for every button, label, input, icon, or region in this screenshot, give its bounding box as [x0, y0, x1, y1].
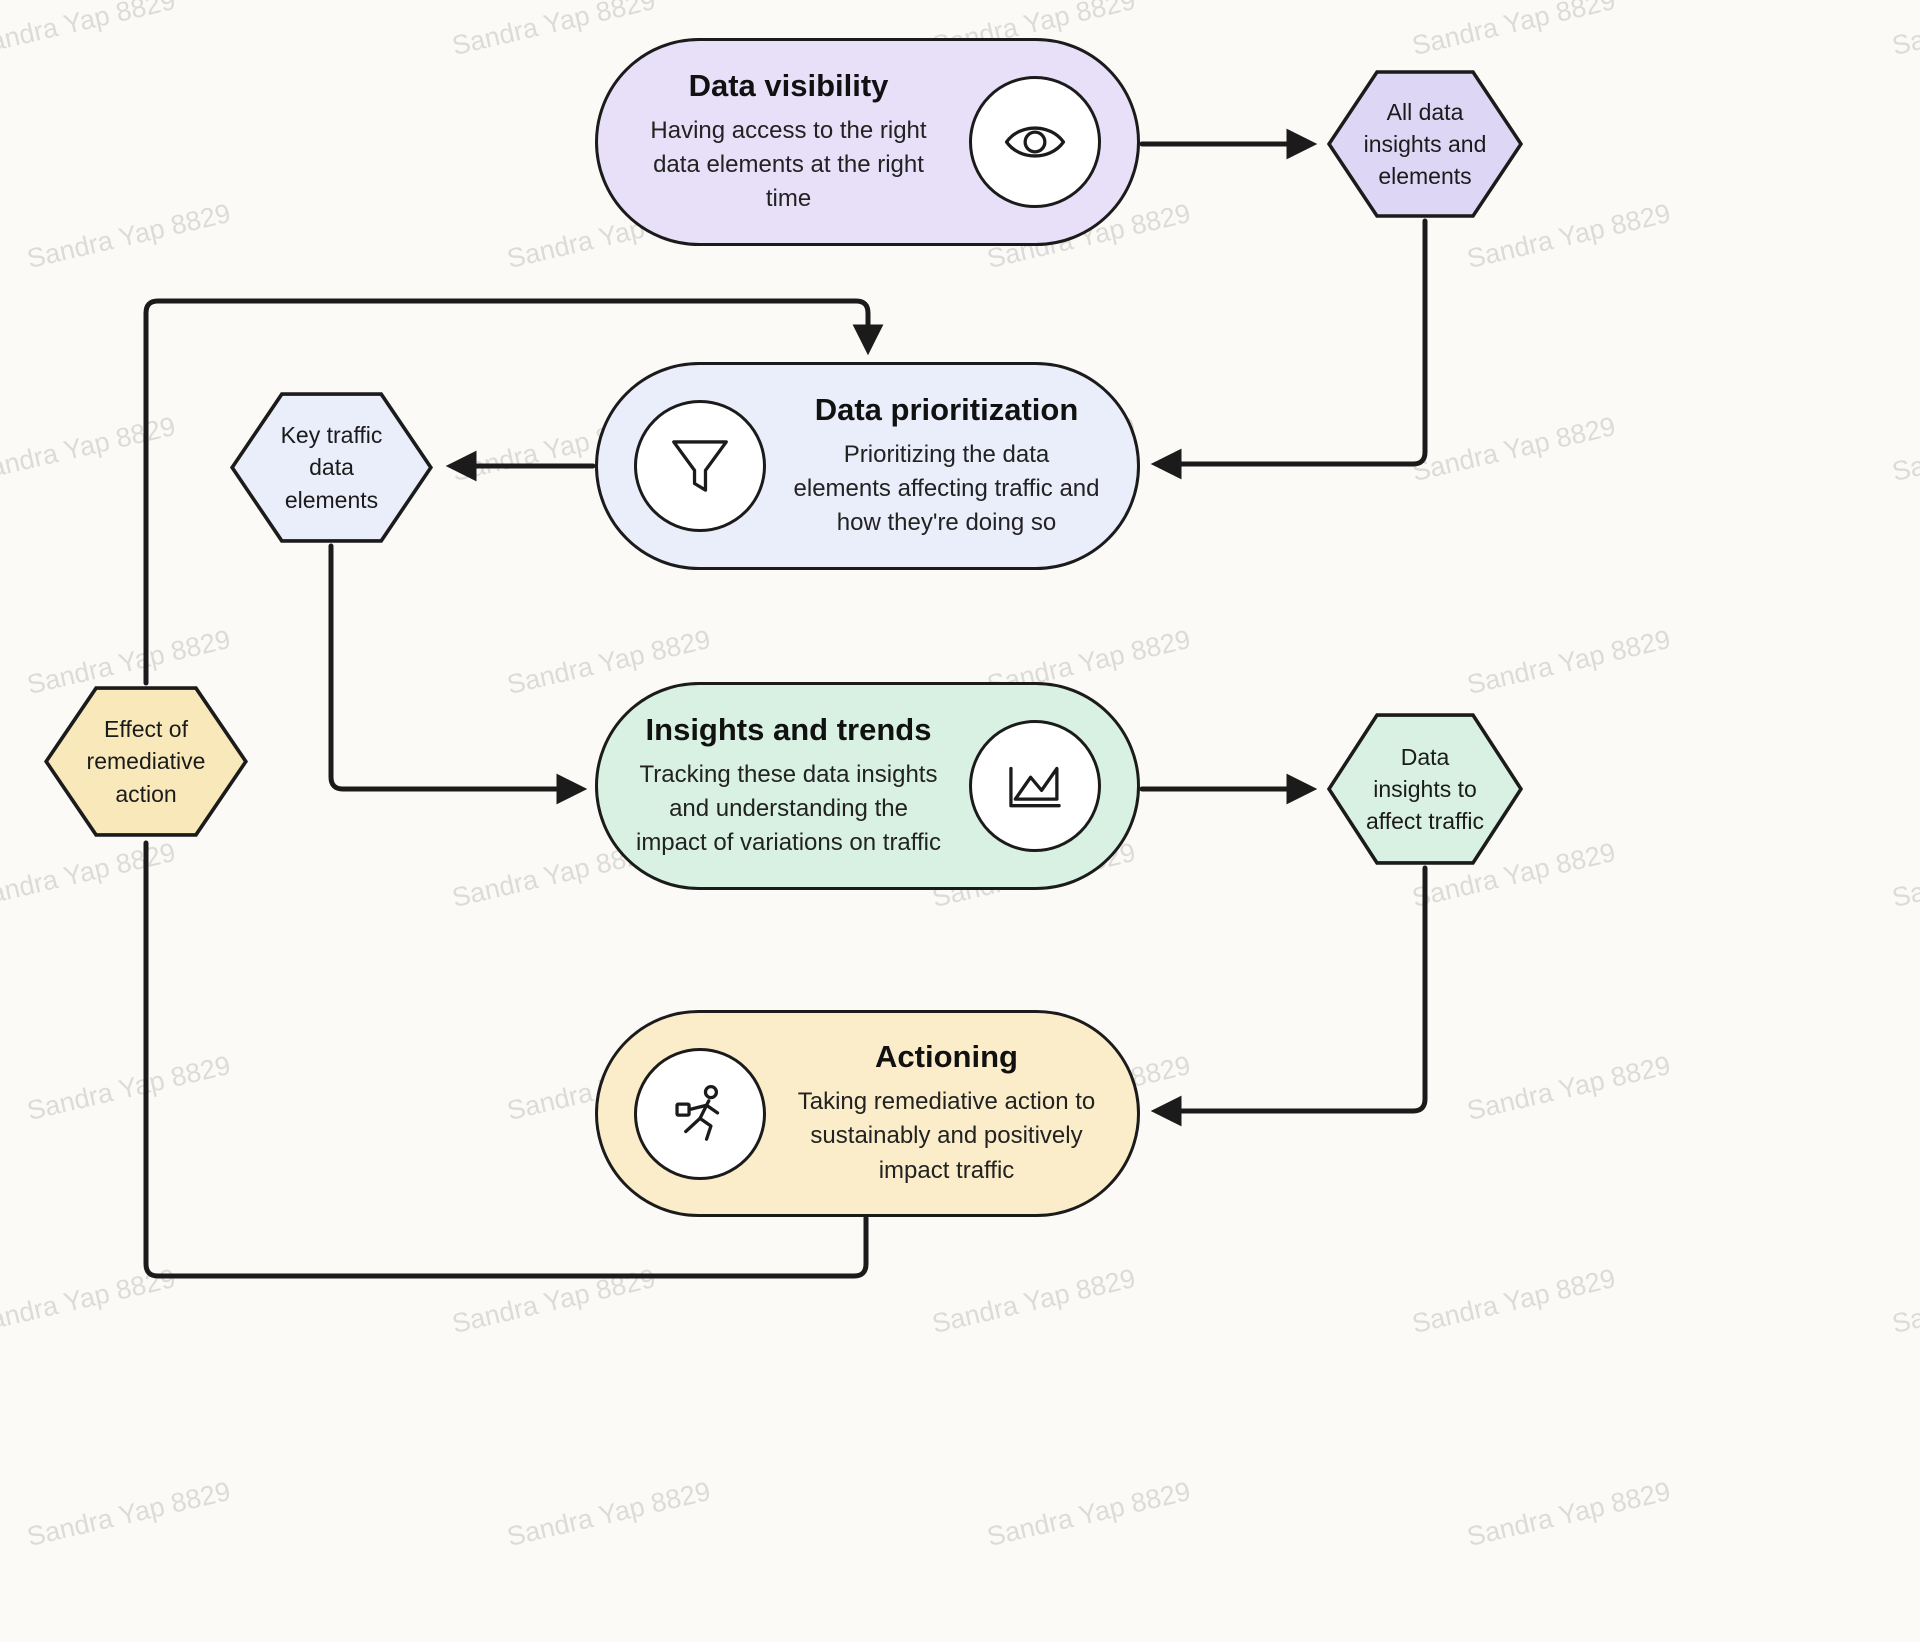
node-title: Data prioritization — [814, 391, 1079, 427]
funnel-icon — [634, 400, 766, 532]
edge-alldata-to-prioritization — [1150, 218, 1428, 480]
node-insights-and-trends: Insights and trends Tracking these data … — [595, 682, 1140, 890]
node-title: Data visibility — [688, 67, 889, 103]
line-chart-icon — [969, 720, 1101, 852]
edge-keytraffic-to-insights — [328, 543, 588, 805]
edge-effect-to-prioritization — [143, 298, 884, 686]
node-data-prioritization: Data prioritization Prioritizing the dat… — [595, 362, 1140, 570]
hexagon-effect-remediative-action: Effect of remediative action — [42, 684, 250, 839]
runner-icon — [634, 1047, 766, 1180]
hexagon-key-traffic-data: Key traffic data elements — [228, 390, 435, 545]
hexagon-data-insights-traffic: Data insights to affect traffic — [1325, 711, 1525, 867]
node-body: Taking remediative action to sustainably… — [797, 1088, 1096, 1184]
hexagon-label: Data insights to affect traffic — [1365, 743, 1485, 835]
node-data-visibility: Data visibility Having access to the rig… — [595, 38, 1140, 246]
hexagon-label: Effect of remediative action — [86, 716, 206, 807]
node-body: Tracking these data insights and underst… — [635, 760, 942, 857]
node-title: Insights and trends — [645, 711, 932, 747]
hexagon-all-data-insights: All data insights and elements — [1325, 68, 1525, 220]
node-actioning: Actioning Taking remediative action to s… — [595, 1010, 1140, 1217]
eye-icon — [969, 76, 1101, 208]
edge-datainsights-to-actioning — [1150, 865, 1428, 1127]
node-title: Actioning — [875, 1039, 1018, 1075]
node-body: Having access to the right data elements… — [650, 116, 927, 213]
hexagon-label: Key traffic data elements — [280, 422, 383, 513]
edge-actioning-to-effect — [143, 840, 869, 1279]
node-body: Prioritizing the data elements affecting… — [793, 440, 1100, 537]
hexagon-label: All data insights and elements — [1363, 98, 1487, 190]
